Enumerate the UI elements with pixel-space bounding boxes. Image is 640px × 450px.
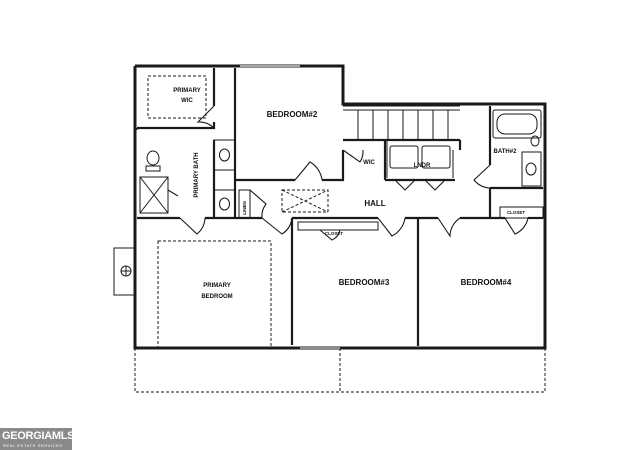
label-primary-wic-line2: WIC: [181, 98, 193, 104]
detail-lines: [113, 65, 547, 393]
label-primary-wic-line1: PRIMARY: [173, 88, 200, 94]
label-bedroom-2: BEDROOM#2: [267, 110, 318, 119]
label-closet-bed4: CLOSET: [507, 210, 526, 215]
label-bedroom-4: BEDROOM#4: [461, 278, 512, 287]
watermark-tagline: REAL ESTATE SERVICES: [3, 443, 63, 448]
label-bedroom-3: BEDROOM#3: [339, 278, 390, 287]
label-closet-bed3: CLOSET: [325, 231, 344, 236]
label-wic: WIC: [363, 160, 375, 166]
label-primary-bedroom-line2: BEDROOM: [201, 294, 232, 300]
label-linen: LINEN: [242, 201, 247, 215]
watermark-brand: GEORGIAMLS: [2, 430, 75, 442]
label-lndr: LNDR: [414, 163, 431, 169]
label-hall: HALL: [364, 199, 385, 208]
label-primary-bath: PRIMARY BATH: [194, 152, 200, 197]
door-swings: [167, 105, 529, 241]
label-bath-2: BATH#2: [494, 149, 518, 155]
georgiamls-watermark: GEORGIAMLS REAL ESTATE SERVICES: [0, 428, 75, 450]
interior-walls: [137, 68, 543, 346]
exterior-walls: [133, 64, 547, 350]
label-primary-bedroom-line1: PRIMARY: [203, 283, 230, 289]
room-labels: PRIMARY WIC BEDROOM#2 PRIMARY BATH WIC L…: [173, 88, 525, 300]
